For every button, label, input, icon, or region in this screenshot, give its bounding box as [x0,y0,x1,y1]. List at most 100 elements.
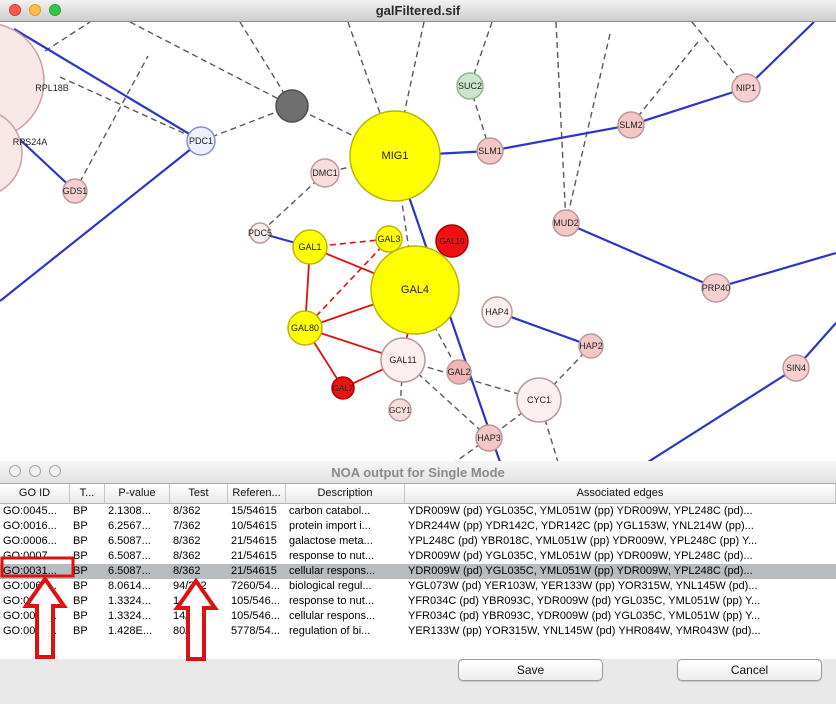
node-gds1[interactable] [62,178,88,204]
cell: carbon catabol... [289,505,371,517]
cell: 8/362 [173,505,201,517]
node-gcy1[interactable] [388,398,412,422]
close-button[interactable] [9,4,21,16]
close-button[interactable] [9,465,21,477]
node-label-rpl18b: RPL18B [35,83,69,93]
node-gal1[interactable] [292,229,328,265]
save-button[interactable]: Save [458,659,603,681]
cell: 6.2567... [108,520,151,532]
node-sin4[interactable] [782,354,810,382]
node-rpl18b[interactable] [0,23,45,139]
cell: 80/362 [173,625,207,637]
cell: GO:0031... [3,610,57,622]
cancel-button[interactable]: Cancel [677,659,822,681]
cell: galactose meta... [289,535,373,547]
node-pdc1[interactable] [186,126,216,156]
node-label-cyc1: CYC1 [527,395,551,405]
column-header-referen-[interactable]: Referen... [228,484,286,503]
cell: 8/362 [173,550,201,562]
node-unlabeled[interactable] [275,89,309,123]
graph-edge-blue [565,221,717,290]
node-gal4[interactable] [370,245,460,335]
graph-edge-dash [59,76,202,142]
node-dmc1[interactable] [310,158,340,188]
node-hap3[interactable] [475,424,503,452]
zoom-button[interactable] [49,4,61,16]
node-mud2[interactable] [552,209,580,237]
node-gal7[interactable] [331,376,355,400]
node-cyc1[interactable] [516,377,562,423]
cell: GO:0045... [3,505,57,517]
cell: YGL073W (pd) YER103W, YER133W (pp) YOR31… [408,580,758,592]
cell: GO:0009... [3,595,57,607]
cell: 10/54615 [231,520,277,532]
cell: 14/362 [173,610,207,622]
cell: 5778/54... [231,625,280,637]
cell: BP [73,595,88,607]
node-label-gal4: GAL4 [401,284,429,296]
cell: BP [73,505,88,517]
cell: YDR009W (pd) YGL035C, YML051W (pp) YDR00… [408,505,753,517]
node-label-hap3: HAP3 [477,433,501,443]
node-gal11[interactable] [380,337,426,383]
graph-window-titlebar[interactable]: galFiltered.sif [0,0,836,22]
cell: 6.5087... [108,550,151,562]
cell: regulation of bi... [289,625,371,637]
cell: GO:0006... [3,535,57,547]
node-label-hap2: HAP2 [579,341,603,351]
graph-edge-dash [630,41,699,126]
node-label-gal2: GAL2 [447,367,470,377]
node-prp40[interactable] [701,273,731,303]
column-header-go-id[interactable]: GO ID [0,484,70,503]
noa-window-titlebar[interactable]: NOA output for Single Mode [0,461,836,484]
node-slm1[interactable] [476,137,504,165]
node-suc2[interactable] [456,72,484,100]
node-gal80[interactable] [287,310,323,346]
minimize-button[interactable] [29,465,41,477]
zoom-button[interactable] [49,465,61,477]
node-hap2[interactable] [578,333,604,359]
table-row[interactable]: GO:0045... BP 2.1308... 8/362 15/54615 carbon… [0,504,836,519]
node-label-prp40: PRP40 [702,283,731,293]
node-label-nip1: NIP1 [736,83,756,93]
node-label-slm1: SLM1 [478,146,502,156]
graph-edge-dash [44,22,91,52]
node-hap4[interactable] [481,296,513,328]
cell: BP [73,520,88,532]
graph-edge-reddash [304,238,390,329]
node-nip1[interactable] [731,73,761,103]
node-slm2[interactable] [617,111,645,139]
cell: 15/54615 [231,505,277,517]
node-gal3[interactable] [375,225,403,253]
column-header-t-[interactable]: T... [70,484,105,503]
column-header-associated-edges[interactable]: Associated edges [405,484,836,503]
node-label-gal10: GAL10 [440,237,465,246]
column-header-test[interactable]: Test [170,484,228,503]
node-rps24a[interactable] [0,109,23,197]
cell: YFR034C (pd) YBR093C, YDR009W (pd) YGL03… [408,595,761,607]
cell: 105/546... [231,595,280,607]
node-pdc5[interactable] [249,222,271,244]
cell: 6.5087... [108,535,151,547]
column-header-description[interactable]: Description [286,484,405,503]
node-mig1[interactable] [349,110,441,202]
column-header-p-value[interactable]: P-value [105,484,170,503]
cell: response to nut... [289,550,374,562]
node-gal10[interactable] [435,224,469,258]
node-gal2[interactable] [446,359,472,385]
minimize-button[interactable] [29,4,41,16]
node-label-gcy1: GCY1 [389,406,411,415]
cell: 94/362 [173,580,207,592]
cell: 2.1308... [108,505,151,517]
cell: 1.428E... [108,625,153,637]
